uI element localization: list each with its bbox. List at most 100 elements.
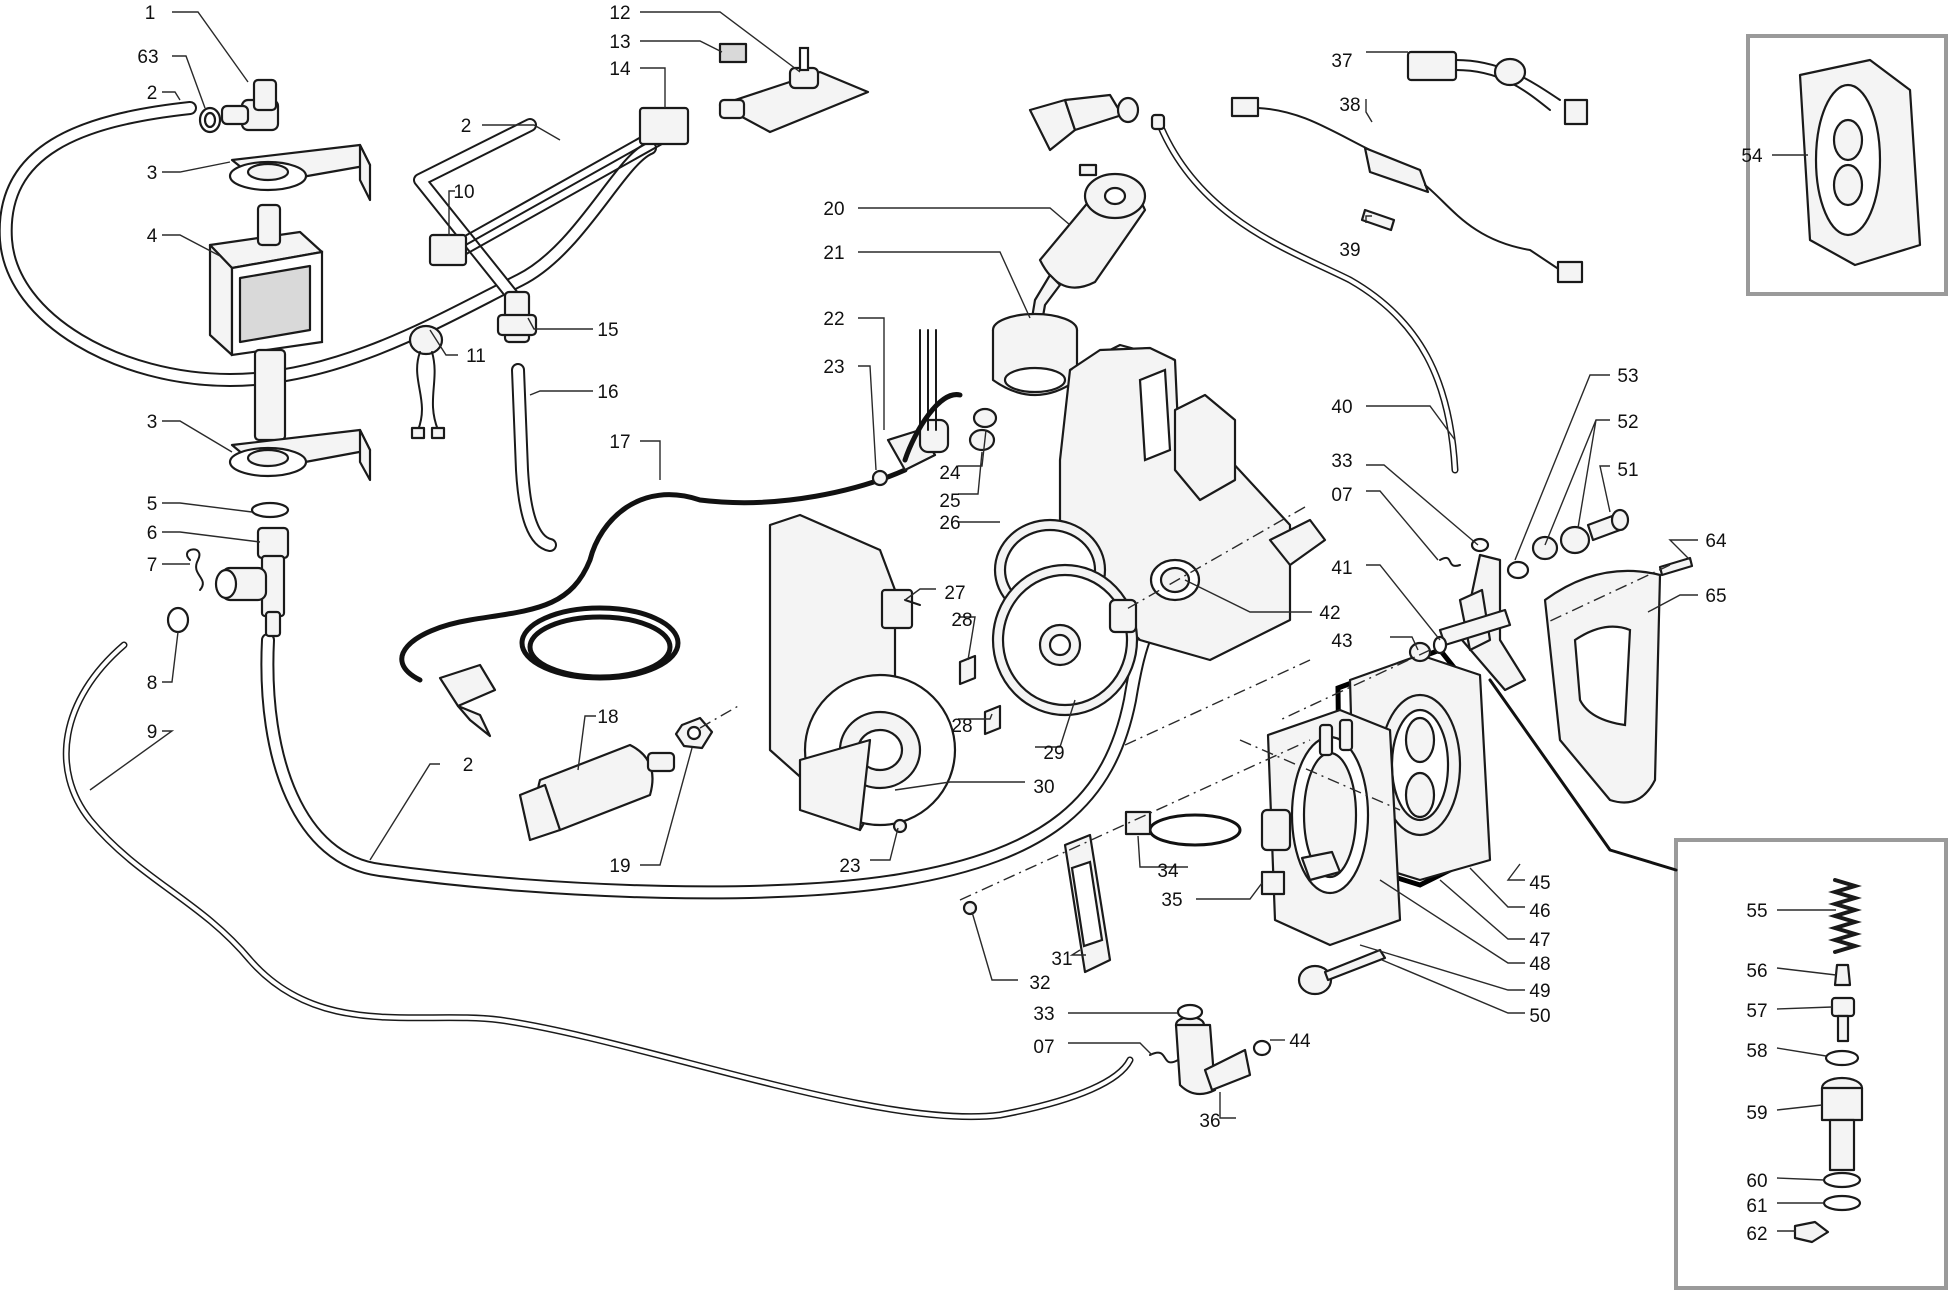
callout-28a: 28 bbox=[951, 610, 972, 631]
o-ring-42 bbox=[1432, 635, 1448, 655]
callout-36: 36 bbox=[1199, 1111, 1220, 1132]
callout-17: 17 bbox=[609, 432, 630, 453]
callout-63: 63 bbox=[137, 47, 158, 68]
callout-41: 41 bbox=[1331, 558, 1352, 579]
callout-3b: 3 bbox=[147, 412, 158, 433]
screw-64 bbox=[1658, 556, 1694, 577]
callout-47: 47 bbox=[1529, 930, 1550, 951]
callout-26: 26 bbox=[939, 513, 960, 534]
valve-seal-57 bbox=[1830, 996, 1856, 1043]
contact-28-top bbox=[958, 654, 977, 686]
callout-18: 18 bbox=[597, 707, 618, 728]
o-ring-33-top bbox=[1470, 537, 1490, 553]
elbow-fitting-36 bbox=[1174, 1015, 1252, 1096]
callout-42: 42 bbox=[1319, 603, 1340, 624]
callout-11: 11 bbox=[466, 346, 486, 367]
thermoblock-49 bbox=[1260, 708, 1402, 947]
callout-55: 55 bbox=[1746, 901, 1767, 922]
o-ring-33-bottom bbox=[1176, 1003, 1204, 1021]
callout-39: 39 bbox=[1339, 240, 1360, 261]
o-ring-60 bbox=[1822, 1171, 1862, 1189]
boiler-assembly-54 bbox=[1798, 58, 1922, 267]
callout-62: 62 bbox=[1746, 1224, 1767, 1245]
heater-plate-31 bbox=[1063, 833, 1112, 974]
thin-tube-9 bbox=[62, 641, 1134, 1121]
inset-box-boiler bbox=[1746, 34, 1948, 296]
fuse-39 bbox=[1360, 208, 1396, 232]
callout-6: 6 bbox=[147, 523, 158, 544]
callout-21: 21 bbox=[823, 243, 844, 264]
callout-53: 53 bbox=[1617, 366, 1638, 387]
callout-9: 9 bbox=[147, 722, 158, 743]
callout-12: 12 bbox=[609, 3, 630, 24]
control-board-12 bbox=[718, 46, 870, 134]
callout-45: 45 bbox=[1529, 873, 1550, 894]
callout-2c: 2 bbox=[463, 755, 474, 776]
bracket-45 bbox=[1300, 850, 1342, 882]
callout-58: 58 bbox=[1746, 1041, 1767, 1062]
callout-22: 22 bbox=[823, 309, 844, 330]
callout-10: 10 bbox=[453, 182, 474, 203]
pump-bracket-bottom bbox=[228, 428, 372, 482]
callout-33b: 33 bbox=[1033, 1004, 1054, 1025]
clip-07-bottom bbox=[1149, 1051, 1179, 1064]
screw-32 bbox=[962, 900, 978, 916]
callout-38: 38 bbox=[1339, 95, 1360, 116]
callout-3a: 3 bbox=[147, 163, 158, 184]
assembly-lines bbox=[699, 506, 1671, 901]
o-ring-8 bbox=[166, 606, 190, 634]
callout-56: 56 bbox=[1746, 961, 1767, 982]
callout-25: 25 bbox=[939, 491, 960, 512]
callout-8: 8 bbox=[147, 673, 158, 694]
wiring-34 bbox=[1124, 810, 1242, 847]
water-hose-upper bbox=[0, 101, 657, 387]
inset-box-valve-kit bbox=[1674, 838, 1948, 1290]
sensor-35 bbox=[1260, 870, 1286, 896]
callout-65: 65 bbox=[1705, 586, 1726, 607]
hose-2-upper bbox=[413, 118, 537, 307]
clip-62 bbox=[1793, 1220, 1830, 1244]
callout-07b: 07 bbox=[1033, 1037, 1054, 1058]
callout-52: 52 bbox=[1617, 412, 1638, 433]
callout-2b: 2 bbox=[461, 116, 472, 137]
callout-34: 34 bbox=[1157, 861, 1179, 882]
callout-35: 35 bbox=[1161, 890, 1182, 911]
valve-body-59 bbox=[1820, 1076, 1864, 1172]
callout-33a: 33 bbox=[1331, 451, 1352, 472]
thermal-fuse-11 bbox=[408, 324, 446, 440]
cable-clamp-22 bbox=[886, 329, 963, 472]
spring-55 bbox=[1828, 878, 1862, 954]
motor-mount-21 bbox=[991, 312, 1079, 397]
bushing-25 bbox=[968, 428, 996, 452]
callout-14: 14 bbox=[609, 59, 631, 80]
callout-16: 16 bbox=[597, 382, 618, 403]
callout-50: 50 bbox=[1529, 1006, 1550, 1027]
o-ring-61 bbox=[1822, 1194, 1862, 1212]
callout-27: 27 bbox=[944, 583, 965, 604]
leader-lines bbox=[89, 11, 1837, 1232]
callout-43: 43 bbox=[1331, 631, 1352, 652]
callout-32: 32 bbox=[1029, 973, 1050, 994]
callout-5: 5 bbox=[147, 494, 158, 515]
contact-28-bottom bbox=[983, 704, 1002, 736]
cover-plate-65 bbox=[1543, 569, 1662, 804]
hose-clip bbox=[198, 106, 222, 134]
callout-23b: 23 bbox=[839, 856, 860, 877]
callout-31: 31 bbox=[1051, 949, 1072, 970]
callout-15: 15 bbox=[597, 320, 618, 341]
washer-24 bbox=[972, 407, 998, 429]
o-ring-44 bbox=[1252, 1039, 1272, 1057]
bolt-50 bbox=[1297, 948, 1387, 996]
callout-4: 4 bbox=[147, 226, 158, 247]
callout-61: 61 bbox=[1746, 1196, 1767, 1217]
power-cord bbox=[399, 467, 908, 738]
nut-43 bbox=[1408, 641, 1432, 663]
callout-49: 49 bbox=[1529, 981, 1550, 1002]
callout-19: 19 bbox=[609, 856, 630, 877]
callout-51: 51 bbox=[1617, 460, 1638, 481]
vibration-pump bbox=[208, 203, 324, 442]
clip-07-top bbox=[1439, 557, 1461, 567]
silicone-tube-16 bbox=[511, 363, 557, 552]
spring-washers-52 bbox=[1531, 525, 1591, 561]
